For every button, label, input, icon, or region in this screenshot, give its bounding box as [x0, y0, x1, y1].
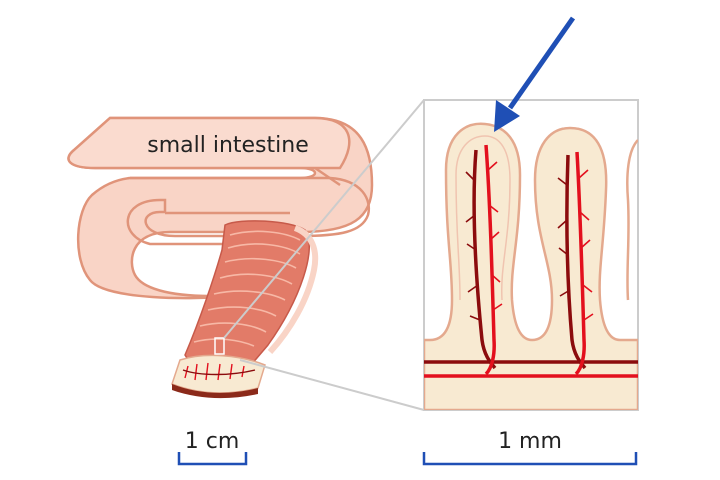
scale-bar-left: 1 cm [179, 429, 246, 464]
villi-zoom-panel [424, 100, 638, 410]
scale-bar-right: 1 mm [424, 429, 636, 464]
scale-label-right: 1 mm [498, 429, 562, 454]
scale-label-left: 1 cm [185, 429, 240, 454]
organ-label: small intestine [147, 133, 309, 158]
small-intestine-illustration [69, 118, 372, 398]
